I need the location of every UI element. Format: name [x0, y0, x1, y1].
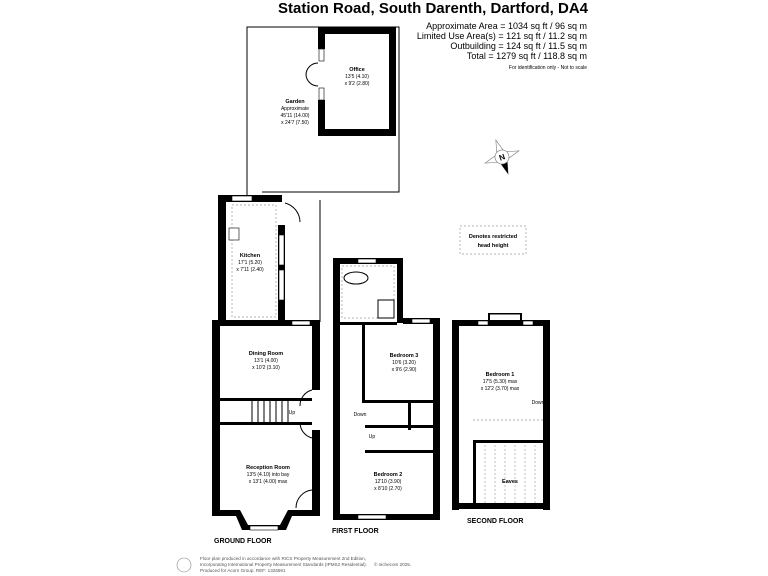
- stairs-down-label-second: Down: [532, 400, 545, 406]
- garden-label: Garden: [285, 99, 305, 105]
- compass-north-label: N: [498, 152, 507, 163]
- bedroom-3-dim2: x 9'6 (2.90): [392, 367, 417, 373]
- restricted-height-legend: Denotes restricted head height: [459, 225, 527, 255]
- garden: Garden Approximate 45'11 (14.00) x 24'7 …: [222, 26, 400, 322]
- footer-line-1: Floor plan produced in accordance with R…: [200, 556, 366, 561]
- area-approximate: Approximate Area = 1034 sq ft / 96 sq m: [426, 21, 587, 31]
- reception-room-label: Reception Room: [246, 465, 290, 471]
- garden-dim1: 45'11 (14.00): [281, 113, 310, 119]
- dining-room-label: Dining Room: [249, 351, 283, 357]
- second-floor-label: SECOND FLOOR: [467, 518, 523, 525]
- bedroom-3-dim1: 10'6 (3.20): [392, 360, 416, 366]
- footer-line-2: Incorporating International Property Mea…: [200, 562, 367, 567]
- reception-room-dim1: 13'5 (4.10) into bay: [247, 472, 290, 478]
- dining-room-dim2: x 10'2 (3.10): [252, 365, 280, 371]
- ipms-logo-icon: [176, 557, 192, 573]
- area-limited-use: Limited Use Area(s) = 121 sq ft / 11.2 s…: [417, 31, 587, 41]
- office-dim1: 13'5 (4.10): [345, 74, 369, 80]
- garden-dim2: x 24'7 (7.50): [281, 120, 309, 126]
- stairs-up-label: Up: [289, 410, 296, 416]
- legend-text-1: Denotes restricted: [469, 234, 517, 240]
- kitchen-label: Kitchen: [240, 253, 261, 259]
- dining-room-dim1: 13'1 (4.00): [254, 358, 278, 364]
- bedroom-1-label: Bedroom 1: [486, 372, 515, 378]
- bedroom-2-dim2: x 8'10 (2.70): [374, 486, 402, 492]
- reception-room-dim2: x 13'1 (4.00) max: [249, 479, 288, 485]
- kitchen-dim2: x 7'11 (2.40): [236, 267, 264, 273]
- footer-line-3: Produced for Acorn Group. REF: 1326591: [200, 568, 286, 573]
- stairs-down-label: Down: [354, 412, 367, 418]
- bedroom-3-label: Bedroom 3: [390, 353, 419, 359]
- bedroom-2-label: Bedroom 2: [374, 472, 403, 478]
- area-total: Total = 1279 sq ft / 118.8 sq m: [467, 51, 587, 61]
- compass-icon: N: [484, 139, 520, 175]
- garden-dim0: Approximate: [281, 106, 309, 112]
- footer-copyright: © nichecom 2025.: [374, 561, 411, 567]
- bedroom-2-dim1: 12'10 (3.90): [375, 479, 402, 485]
- area-outbuilding: Outbuilding = 124 sq ft / 11.5 sq m: [450, 41, 587, 51]
- ground-floor: Kitchen 17'1 (5.20) x 7'11 (2.40) Up Din…: [212, 195, 320, 545]
- property-title: Station Road, South Darenth, Dartford, D…: [278, 0, 589, 17]
- footer: Floor plan produced in accordance with R…: [176, 556, 411, 573]
- office-label: Office: [349, 67, 365, 73]
- kitchen-dim1: 17'1 (5.20): [238, 260, 262, 266]
- disclaimer: For identification only - Not to scale: [509, 65, 587, 71]
- office: Office 13'5 (4.10) x 9'2 (2.80): [305, 27, 396, 136]
- first-floor: Down Up Bedroom 3 10'6 (3.20) x 9'6 (2.9…: [332, 258, 440, 535]
- ground-floor-label: GROUND FLOOR: [214, 538, 272, 545]
- legend-text-2: head height: [478, 243, 509, 249]
- office-dim2: x 9'2 (2.80): [345, 81, 370, 87]
- first-floor-label: FIRST FLOOR: [332, 528, 379, 535]
- eaves-label: Eaves: [502, 479, 518, 485]
- stairs-up-label-first: Up: [369, 434, 376, 440]
- bedroom-1-dim2: x 12'2 (3.70) max: [481, 386, 520, 392]
- bedroom-1-dim1: 17'5 (5.30) max: [483, 379, 518, 385]
- second-floor: Bedroom 1 17'5 (5.30) max x 12'2 (3.70) …: [452, 313, 550, 525]
